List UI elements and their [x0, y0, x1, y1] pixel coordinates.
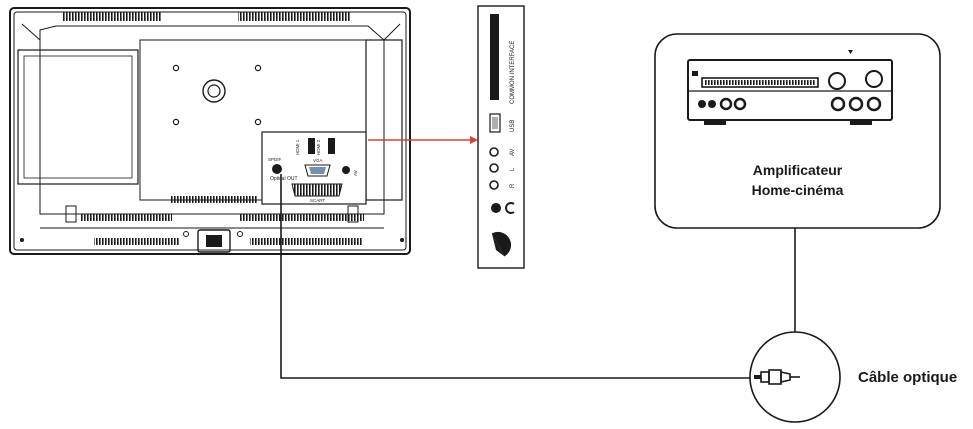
optical-cable: [280, 174, 841, 423]
hdmi2-label: HDMI 2: [316, 139, 321, 155]
cable-label: Câble optique: [858, 369, 958, 386]
bottom-vent-right: [250, 238, 362, 245]
bottom-vent-left: [94, 238, 180, 245]
spdif-label: SPDIF: [268, 157, 282, 162]
headphone-icon: [505, 202, 515, 214]
lower-vent-left: [80, 214, 172, 221]
av-label: AV: [510, 148, 516, 156]
vga-label: VGA: [313, 158, 323, 163]
av-port: [489, 147, 499, 157]
hdmi-2-port: [328, 138, 335, 154]
usb-port: [489, 113, 501, 133]
common-interface-label: COMMON INTERFACE: [510, 41, 516, 104]
left-bracket: [17, 49, 139, 185]
common-interface-slot: [490, 14, 499, 100]
optical-port: [272, 164, 282, 174]
audio-l-port: [489, 163, 499, 173]
top-vent-right: [238, 12, 350, 21]
usb-label: USB: [510, 120, 516, 132]
side-panel-arrow: [368, 136, 478, 144]
headphone-port: [491, 203, 501, 213]
hdmi1-label: HDMI 1: [295, 139, 300, 155]
r-label: R: [510, 183, 516, 188]
vga-port: [304, 164, 331, 177]
l-label: L: [510, 167, 516, 171]
lower-vent-right: [240, 214, 364, 221]
volume-knob-icon: [491, 231, 512, 257]
audio-r-port: [489, 180, 499, 190]
pc-audio-label: AV: [353, 170, 358, 176]
optical-out-label: Optical OUT: [270, 176, 298, 182]
center-screw-icon: [202, 79, 226, 103]
power-socket-icon: [197, 229, 231, 253]
optical-connector-icon: [754, 369, 800, 385]
pc-audio-port: [342, 166, 350, 174]
amplifier-label-line1: Amplificateur: [752, 162, 843, 178]
scart-label: SCART: [310, 198, 325, 203]
scart-port: [291, 183, 343, 197]
top-vent-left: [62, 12, 162, 21]
amplifier-box: [654, 33, 941, 229]
amplifier-icon: [687, 59, 893, 125]
tv-side-panel: COMMON INTERFACE USB AV L R: [477, 5, 525, 269]
amplifier-label-line2: Home-cinéma: [751, 182, 844, 198]
mid-vent: [170, 196, 258, 203]
hdmi-1-port: [308, 138, 315, 154]
tv-back-panel: HDMI 1 HDMI 2 SPDIF Optical OUT VGA AV S…: [9, 7, 411, 255]
